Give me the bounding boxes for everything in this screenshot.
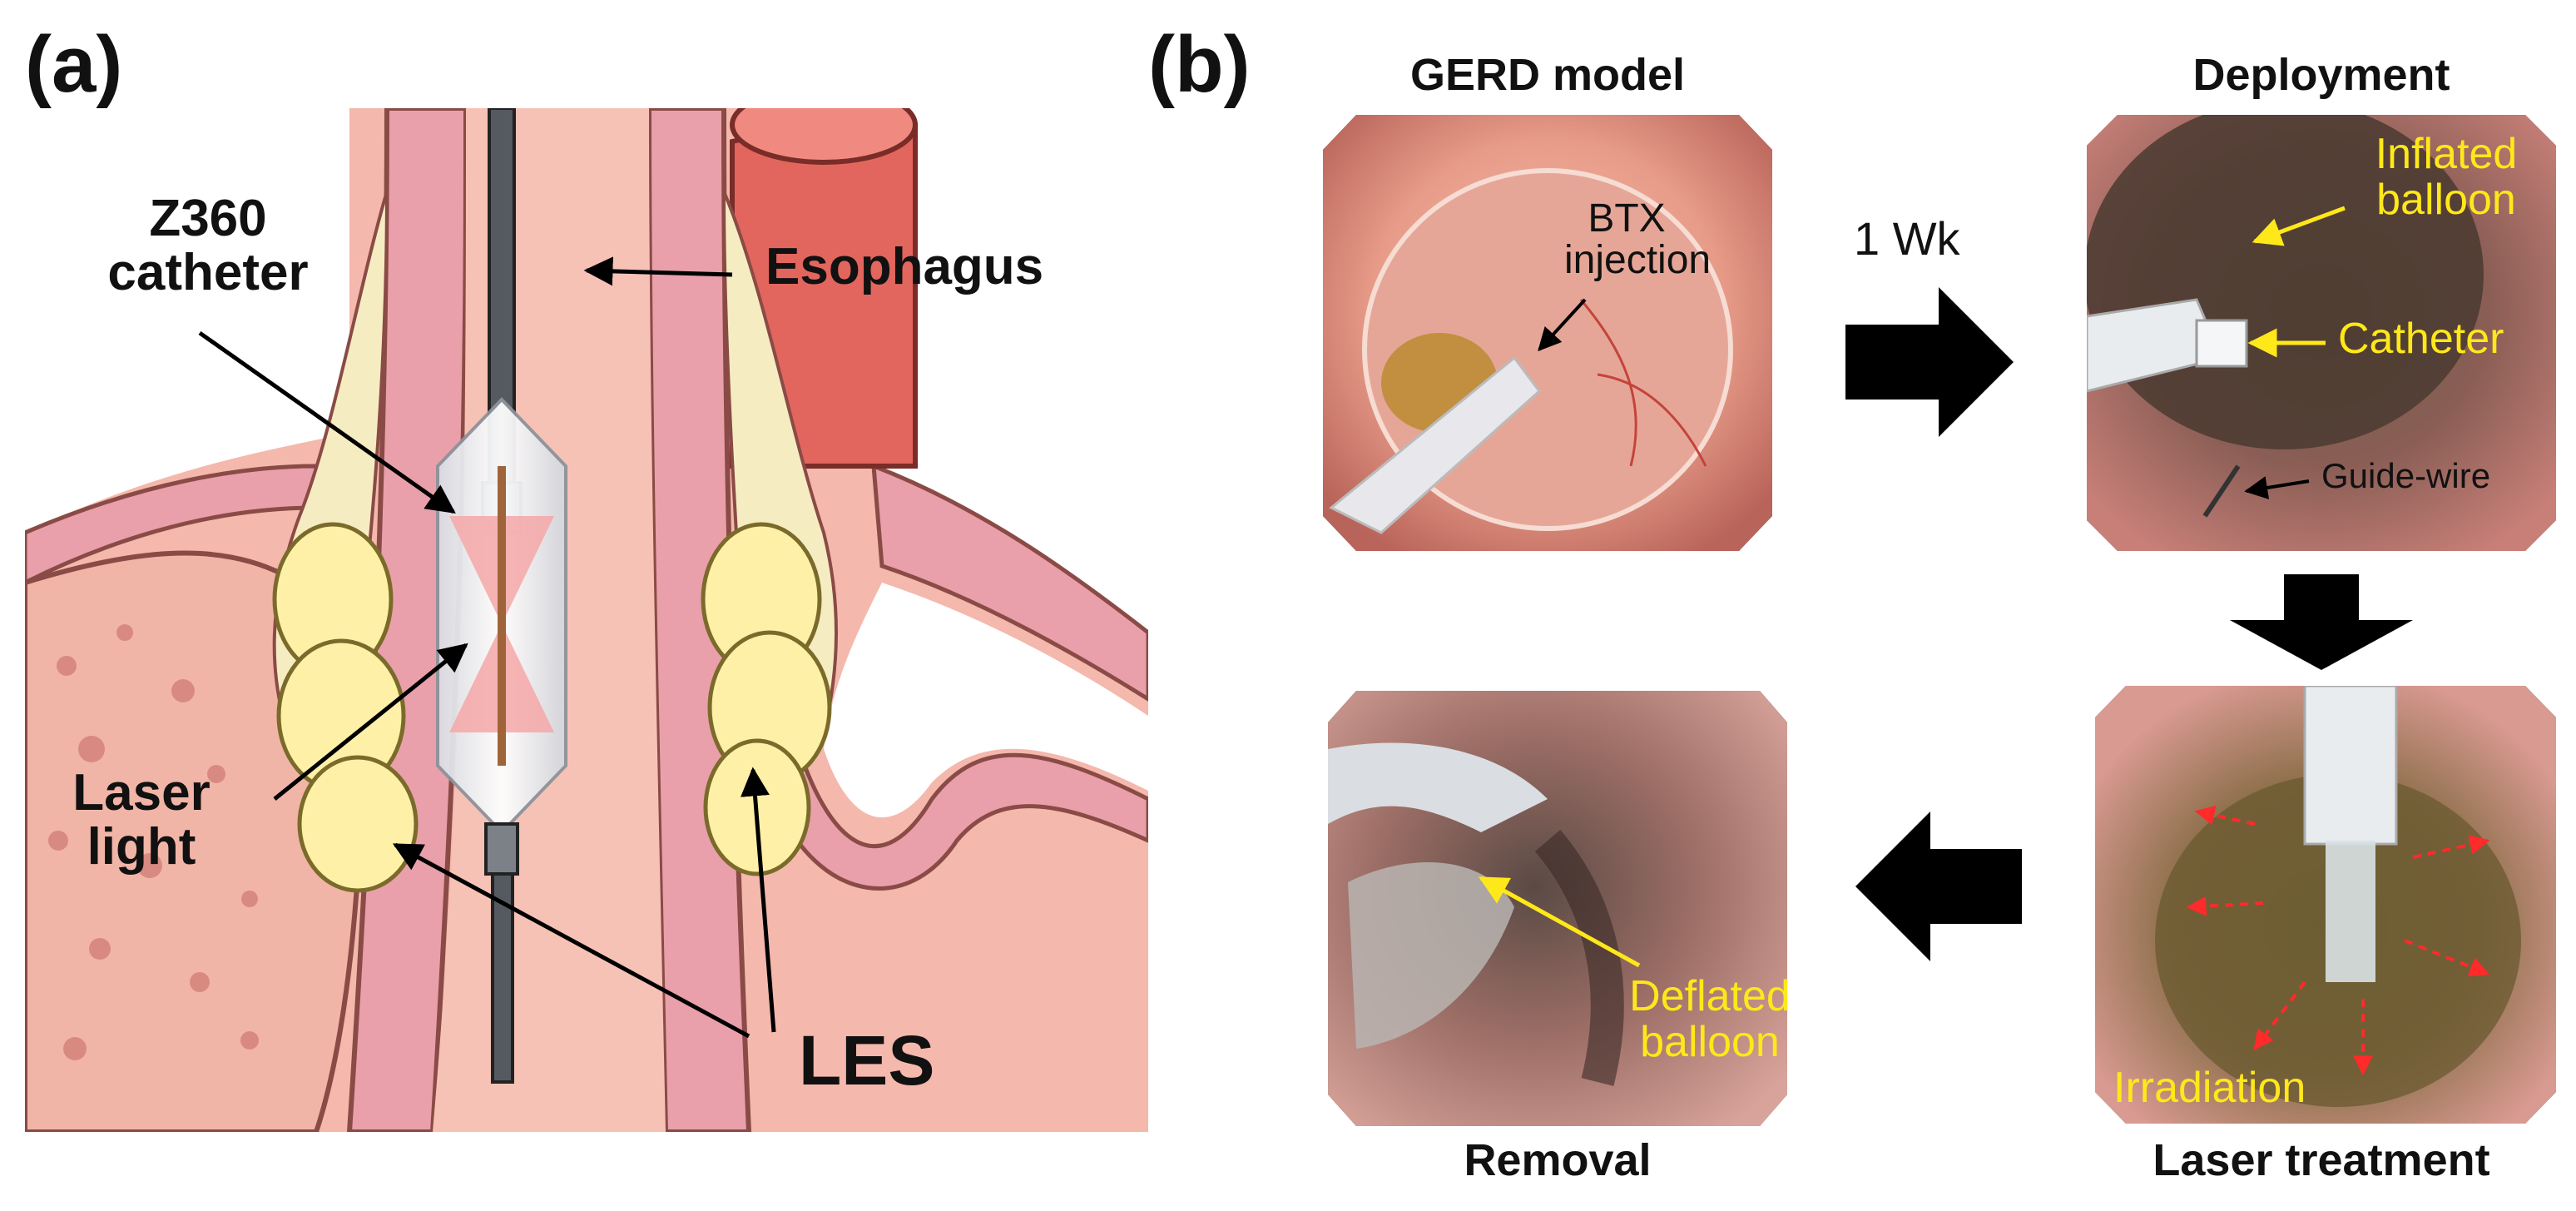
removal-catheter (1328, 742, 1548, 832)
balloon-arrow (2252, 206, 2346, 246)
stomach-texture (48, 624, 259, 1060)
guidewire-arrow (2244, 476, 2310, 499)
catheter-label-line2: catheter (107, 244, 309, 302)
btx-line2: injection (1564, 238, 1712, 283)
les-label: LES (799, 1021, 935, 1099)
catheter-arrow (198, 330, 456, 514)
irradiation-arrows (2186, 805, 2490, 1076)
gerd-title: GERD model (1409, 50, 1686, 100)
removal-title: Removal (1464, 1135, 1652, 1185)
injection-needle (1329, 355, 1542, 534)
deployment-endoscopy-image (2087, 115, 2556, 551)
esophagus-arrow (583, 256, 733, 286)
laser-fiber (498, 466, 506, 766)
deflated-line1: Deflated (1629, 972, 1791, 1020)
guidewire-label: Guide-wire (2321, 456, 2491, 495)
stomach-fold (780, 742, 1148, 891)
removal-endoscopy-image (1328, 691, 1787, 1126)
inflated-line1: Inflated (2375, 130, 2518, 178)
deployment-title: Deployment (2192, 50, 2450, 100)
gerd-endoscopy-image (1323, 115, 1772, 551)
laser-light-label: Laser light (50, 766, 233, 874)
deflated-balloon-label: Deflated balloon (1622, 974, 1797, 1065)
deflated-arrow (1478, 876, 1641, 968)
anatomy-illustration (25, 108, 1148, 1132)
catheter-label-line1: Z360 (149, 190, 267, 247)
laser-catheter (2303, 686, 2398, 846)
flow-arrow-left (1855, 811, 2022, 961)
vessel-opening (730, 108, 918, 165)
flow-arrows (1845, 287, 2413, 961)
catheter-label: Z360 catheter (100, 191, 316, 300)
btx-injection-label: BTX injection (1564, 196, 1712, 283)
irradiation-label: Irradiation (2113, 1064, 2306, 1112)
inflated-line2: balloon (2376, 175, 2516, 224)
panel-a-letter: (a) (25, 20, 123, 109)
les-arrow-left (392, 842, 751, 1039)
laser-treatment-title: Laser treatment (2152, 1135, 2490, 1185)
flow-arrow-down (2230, 574, 2413, 670)
les-muscle-left (272, 522, 419, 893)
catheter-b-label: Catheter (2338, 315, 2504, 363)
inflated-balloon-label: Inflated balloon (2346, 132, 2546, 222)
panel-a-arrows (198, 256, 776, 1039)
flow-arrow-right (1845, 287, 2014, 437)
stomach-cavity (824, 583, 1148, 818)
laser-label-line1: Laser (72, 764, 211, 821)
les-arrow-right (741, 767, 776, 1033)
esophagus-label: Esophagus (765, 238, 1044, 295)
deflated-balloon (1348, 862, 1514, 1049)
stomach-wall-right (871, 463, 1148, 702)
laser-label-line2: light (87, 818, 196, 876)
laser-arrow (273, 643, 468, 801)
interval-label: 1 Wk (1854, 212, 1960, 265)
btx-arrow (1538, 298, 1587, 352)
panel-b-letter: (b) (1148, 20, 1251, 109)
btx-line1: BTX (1588, 196, 1666, 241)
laser-endoscopy-image (2095, 686, 2556, 1124)
deflated-line2: balloon (1640, 1017, 1780, 1066)
